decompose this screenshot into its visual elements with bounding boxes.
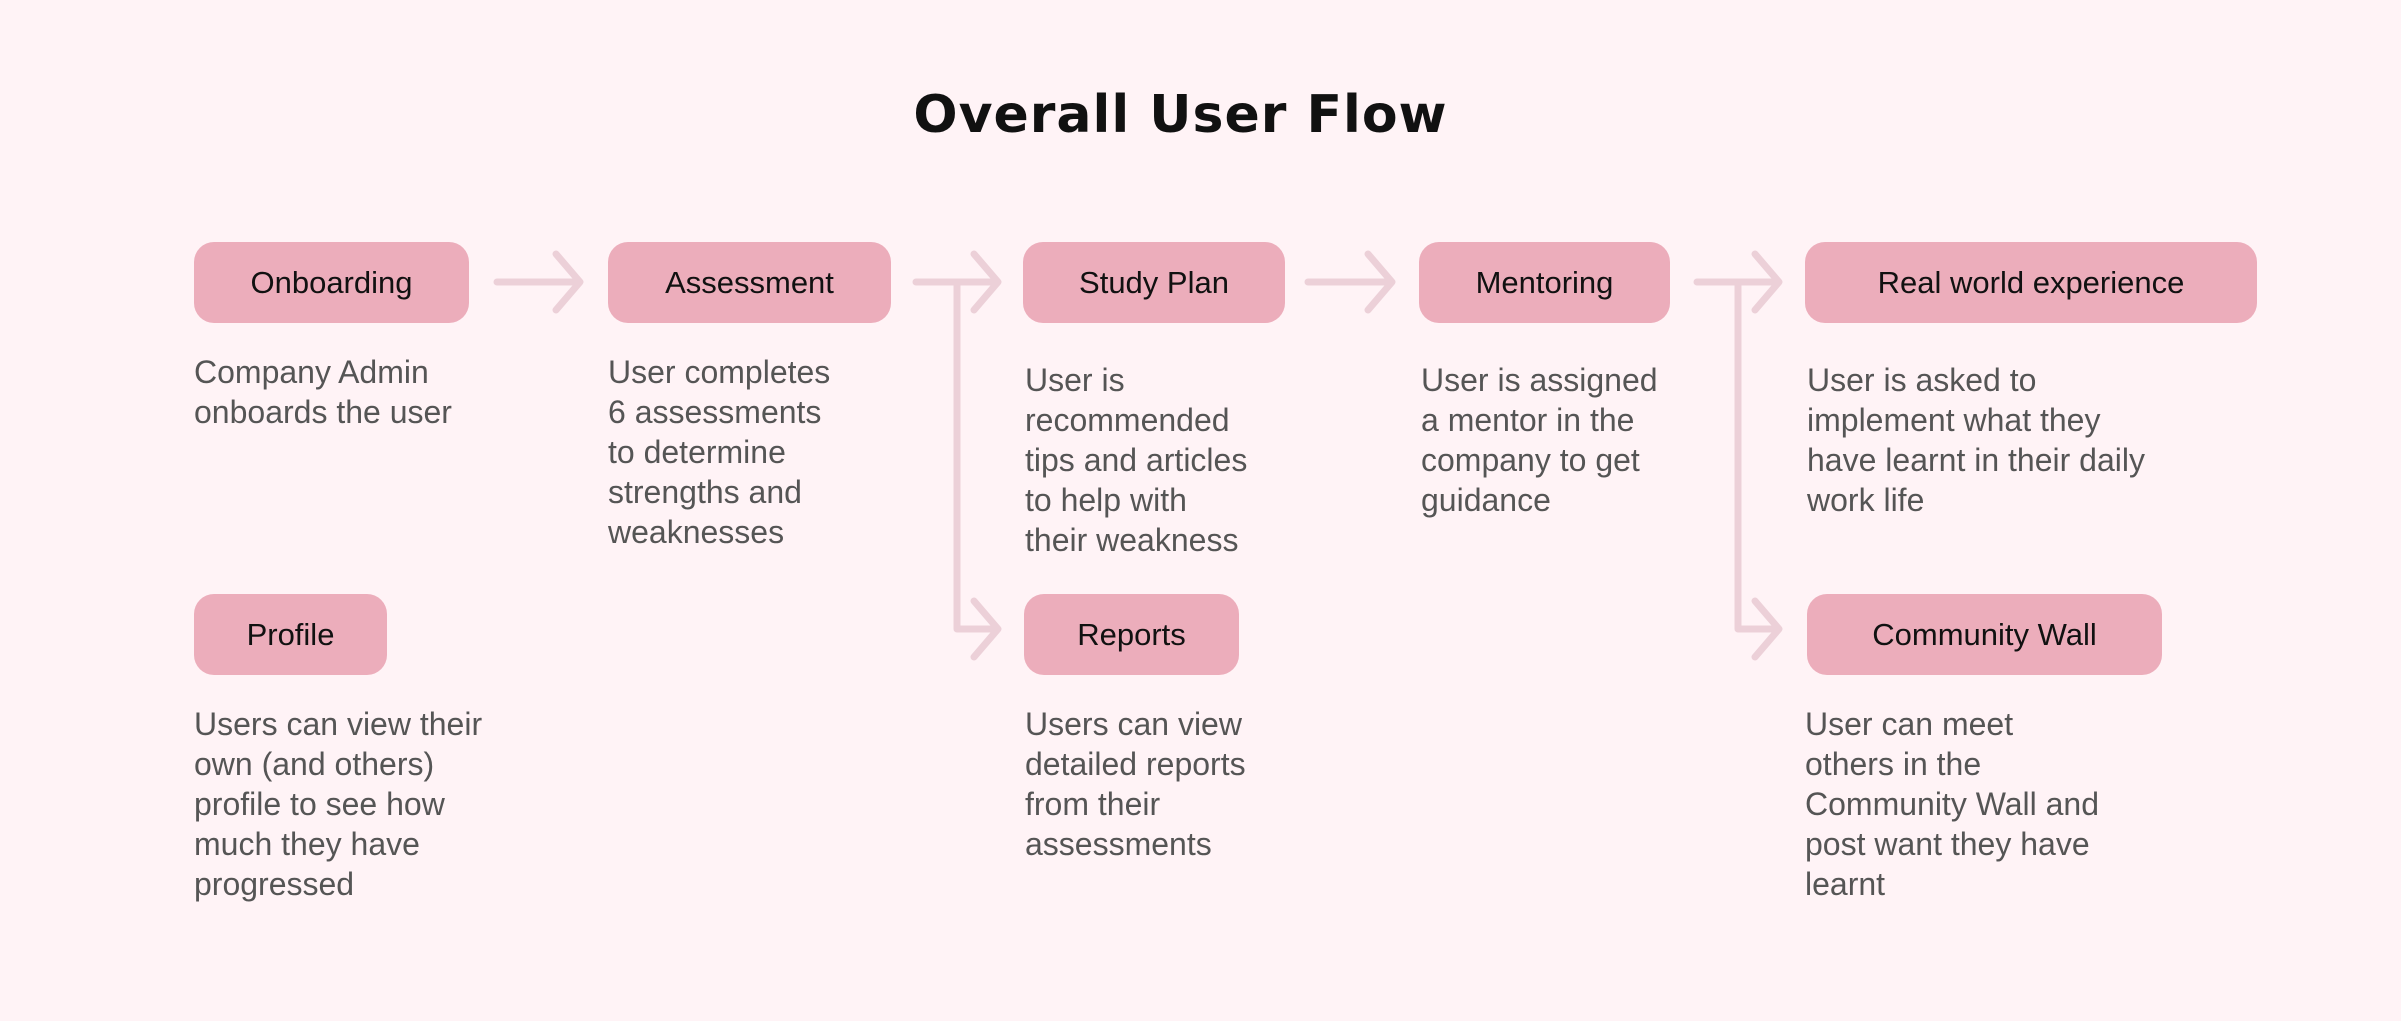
step-profile-description: Users can view their own (and others) pr… [194,706,483,902]
step-real-world-experience-description: User is asked to implement what they hav… [1807,362,2145,518]
step-study-plan-description: User is recommended tips and articles to… [1025,362,1248,558]
arrow-assessment-to-reports [953,278,1002,661]
step-assessment[interactable]: Assessment [608,242,891,323]
step-community-wall[interactable]: Community Wall [1807,594,2162,675]
step-profile[interactable]: Profile [194,594,387,675]
step-community-wall-description: User can meet others in the Community Wa… [1805,706,2100,902]
arrow-onboarding-to-assessment [493,250,584,314]
step-onboarding[interactable]: Onboarding [194,242,469,323]
step-onboarding-description: Company Admin onboards the user [194,354,452,430]
page-title: Overall User Flow [913,85,1448,145]
step-real-world-experience[interactable]: Real world experience [1805,242,2257,323]
arrow-study-plan-to-mentoring [1304,250,1396,314]
step-assessment-description: User completes 6 assessments to determin… [608,354,831,550]
step-reports[interactable]: Reports [1024,594,1239,675]
step-study-plan[interactable]: Study Plan [1023,242,1285,323]
step-mentoring-description: User is assigned a mentor in the company… [1421,362,1658,518]
step-reports-description: Users can view detailed reports from the… [1025,706,1246,862]
step-mentoring[interactable]: Mentoring [1419,242,1670,323]
arrow-mentoring-to-community-wall [1734,278,1783,661]
